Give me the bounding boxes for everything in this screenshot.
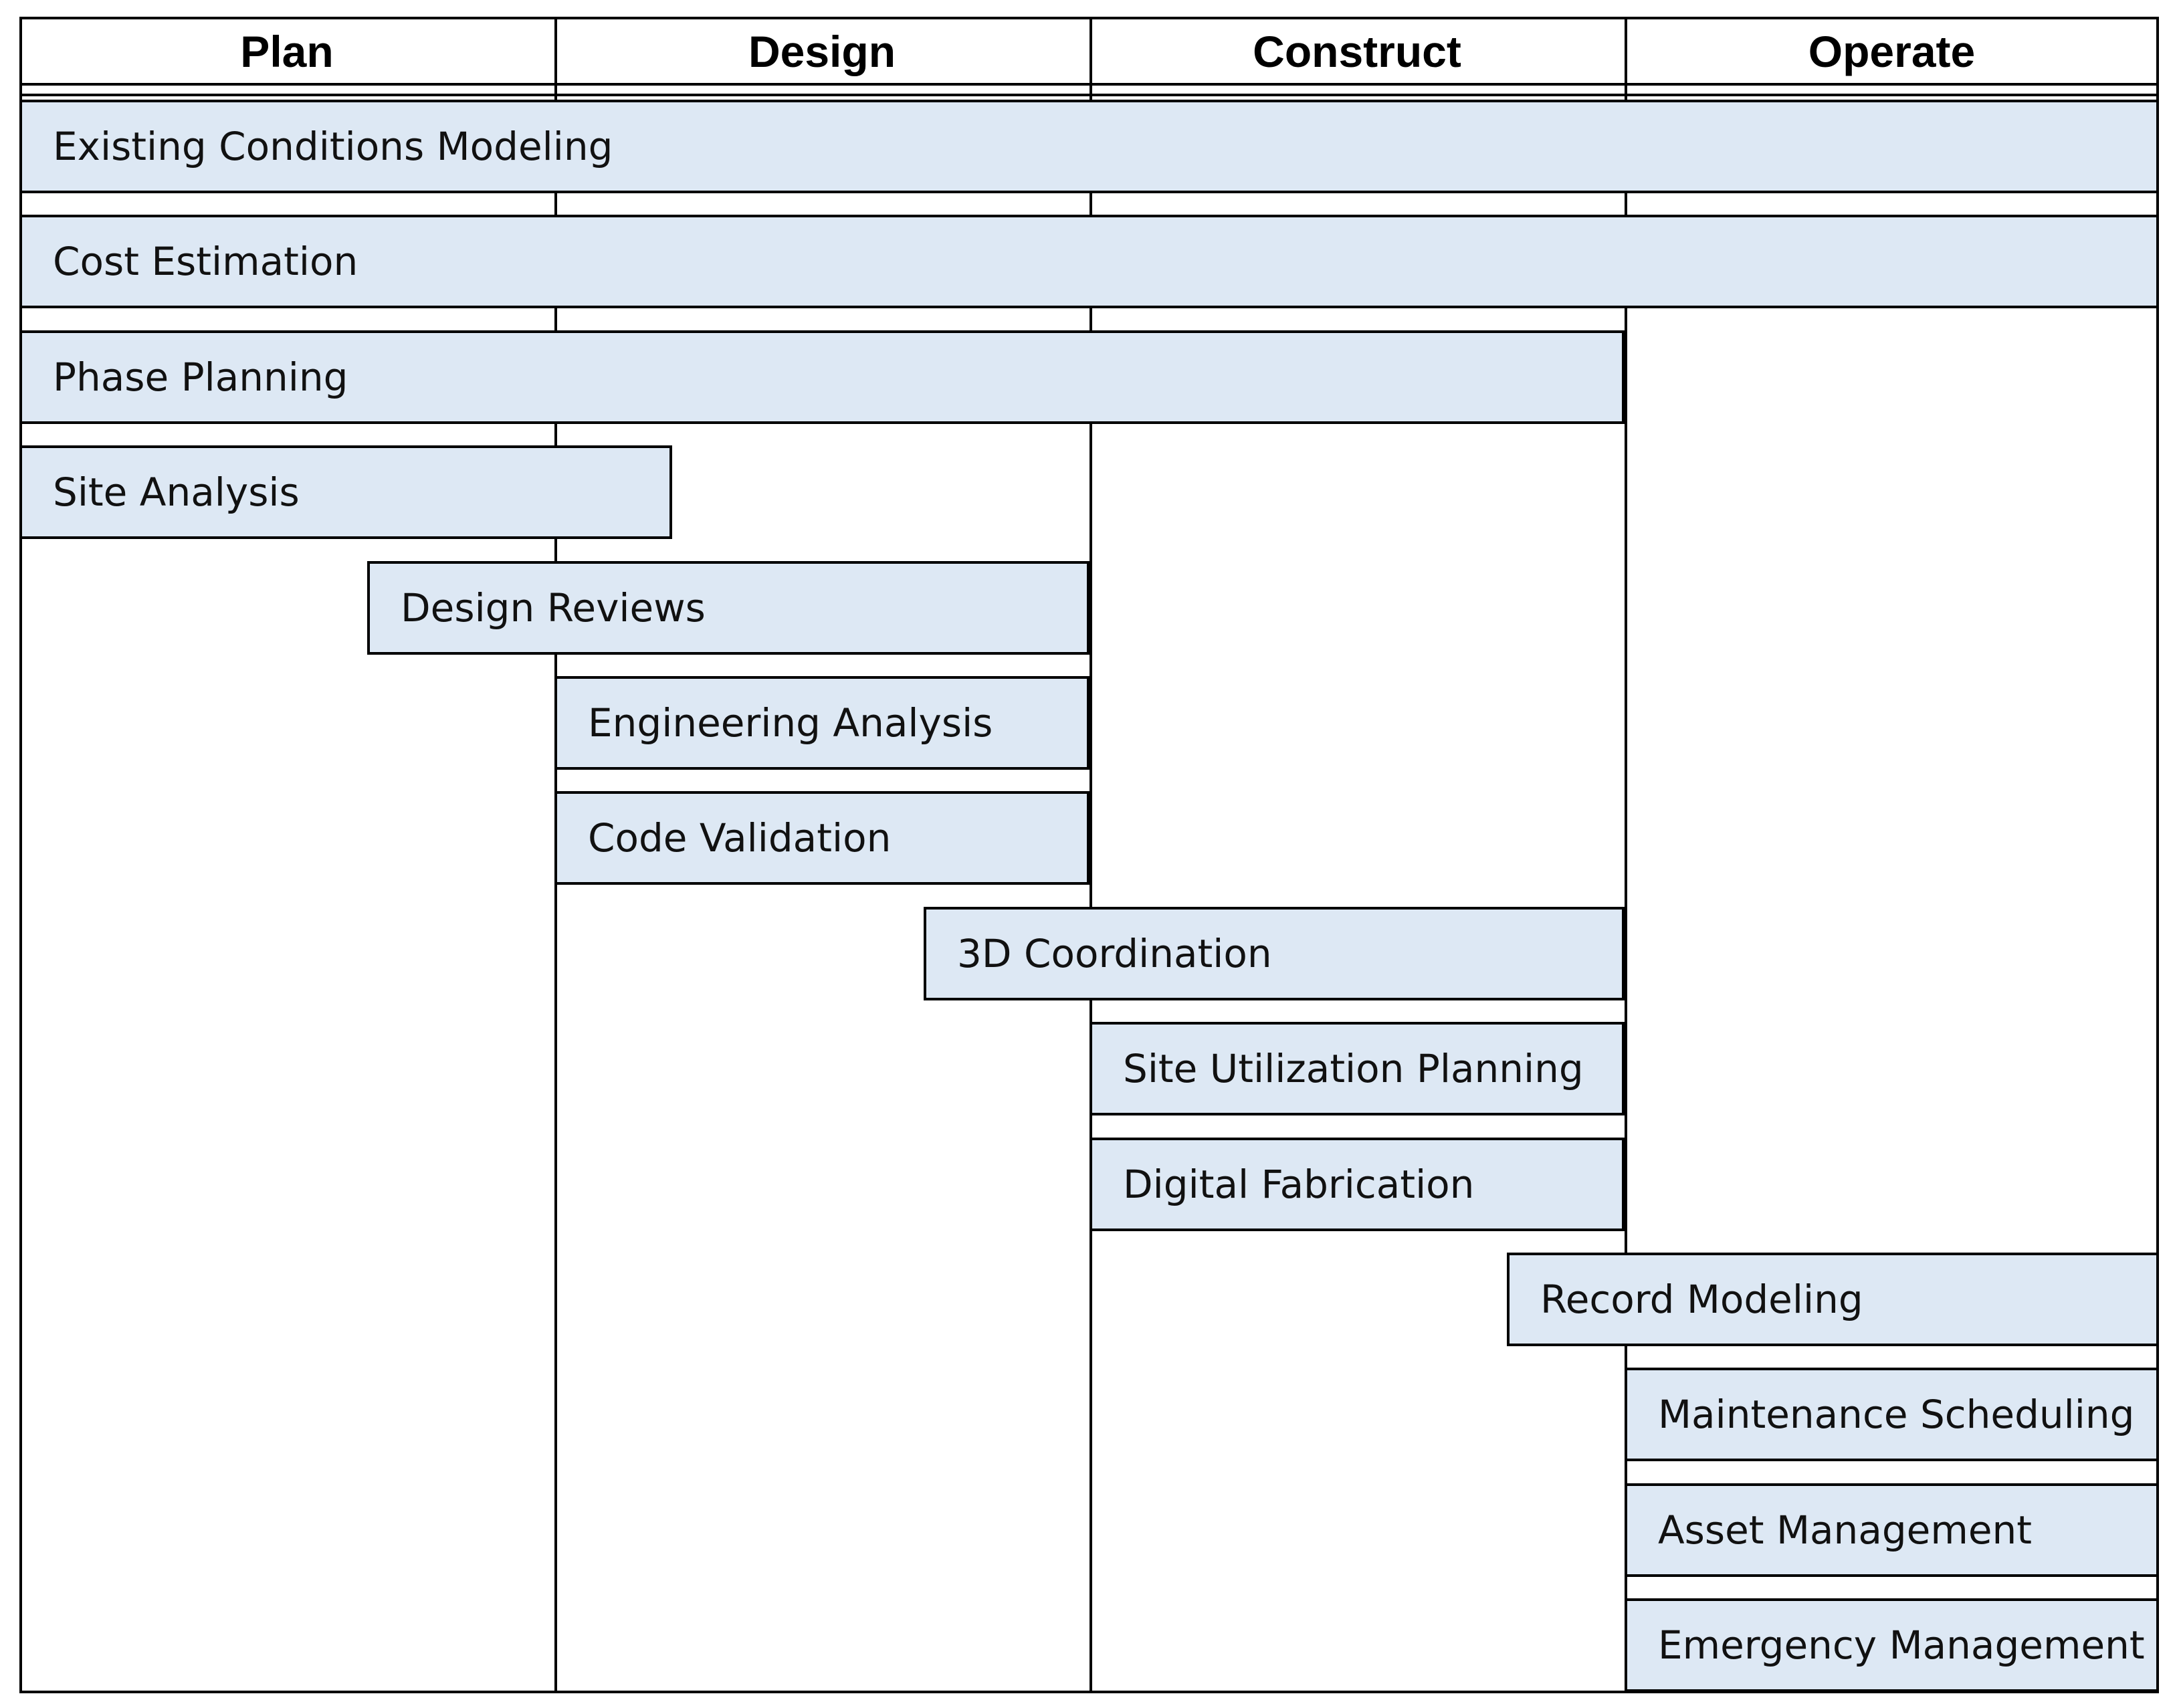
- bim-use-bar-digital-fabrication: Digital Fabrication: [1090, 1138, 1625, 1231]
- header-divider: [19, 83, 2159, 86]
- phase-divider-construct-operate: [1625, 17, 1627, 1693]
- bim-use-bar-site-analysis: Site Analysis: [19, 445, 672, 539]
- bim-use-bar-phase-planning: Phase Planning: [19, 330, 1625, 424]
- bim-use-bar-existing-conditions-modeling: Existing Conditions Modeling: [19, 100, 2159, 193]
- phase-header-plan: Plan: [240, 26, 334, 76]
- bim-use-bar-emergency-management: Emergency Management: [1625, 1598, 2159, 1692]
- bim-use-bar-code-validation: Code Validation: [554, 791, 1090, 885]
- phase-header-construct: Construct: [1253, 26, 1461, 76]
- header-divider-lower: [19, 94, 2159, 96]
- bim-use-bar-site-utilization-planning: Site Utilization Planning: [1090, 1022, 1625, 1115]
- bim-use-bar-3d-coordination: 3D Coordination: [924, 907, 1625, 1000]
- bim-use-bar-engineering-analysis: Engineering Analysis: [554, 676, 1090, 770]
- bim-use-bar-record-modeling: Record Modeling: [1507, 1253, 2159, 1346]
- phase-header-design: Design: [748, 26, 896, 76]
- phase-header-operate: Operate: [1808, 26, 1976, 76]
- bim-use-bar-design-reviews: Design Reviews: [367, 561, 1090, 655]
- bim-use-bar-cost-estimation: Cost Estimation: [19, 215, 2159, 308]
- phase-header-row: Plan Design Construct Operate: [19, 17, 2159, 86]
- phase-divider-design-construct: [1090, 17, 1092, 1693]
- bim-use-bar-asset-management: Asset Management: [1625, 1483, 2159, 1577]
- bim-use-bar-maintenance-scheduling: Maintenance Scheduling: [1625, 1368, 2159, 1461]
